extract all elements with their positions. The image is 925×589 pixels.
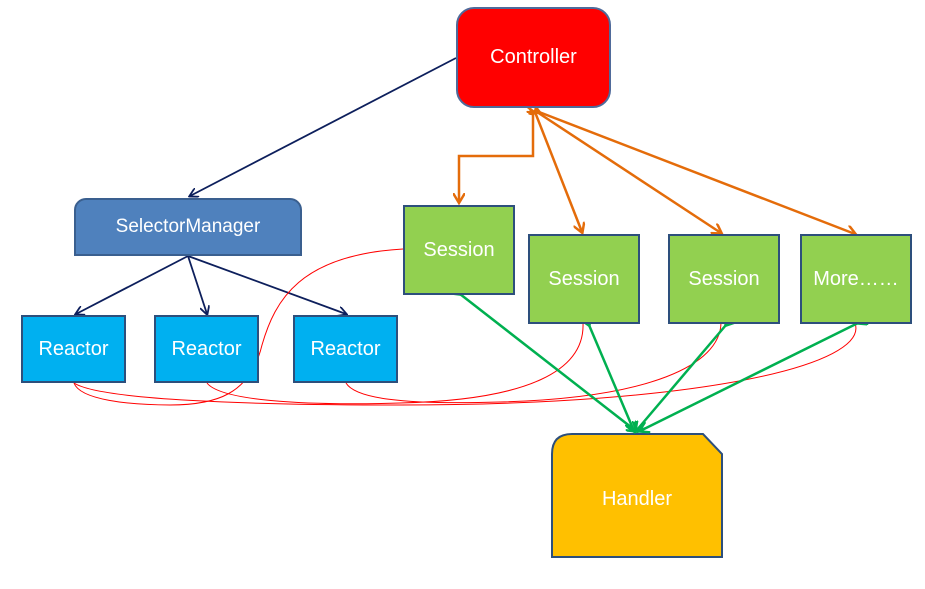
- arrow-handler-session-2: [589, 325, 634, 431]
- selector-manager-node: SelectorManager: [74, 198, 302, 256]
- arrow-controller-session-2: [535, 112, 582, 232]
- arrow-selector-to-reactor-2: [187, 255, 207, 314]
- arrow-selector-to-reactor-1: [76, 255, 189, 314]
- arrow-controller-to-selector: [190, 57, 457, 196]
- session-node-2: Session: [528, 234, 640, 324]
- arrow-selector-to-reactor-3: [187, 255, 346, 314]
- session-node-3: Session: [668, 234, 780, 324]
- handler-shape: [551, 433, 723, 558]
- arrow-handler-more: [640, 323, 858, 431]
- reactor-node-3: Reactor: [293, 315, 398, 383]
- arrow-controller-more: [539, 112, 855, 234]
- session-node-1: Session: [403, 205, 515, 295]
- reactor-node-1: Reactor: [21, 315, 126, 383]
- arrow-controller-session-1: [459, 113, 533, 202]
- handler-label: Handler: [601, 487, 673, 510]
- controller-node: Controller: [456, 7, 611, 108]
- arrow-handler-session-3: [636, 325, 726, 431]
- curve-session-3: [345, 322, 722, 404]
- session-node-more: More……: [800, 234, 912, 324]
- reactor-node-2: Reactor: [154, 315, 259, 383]
